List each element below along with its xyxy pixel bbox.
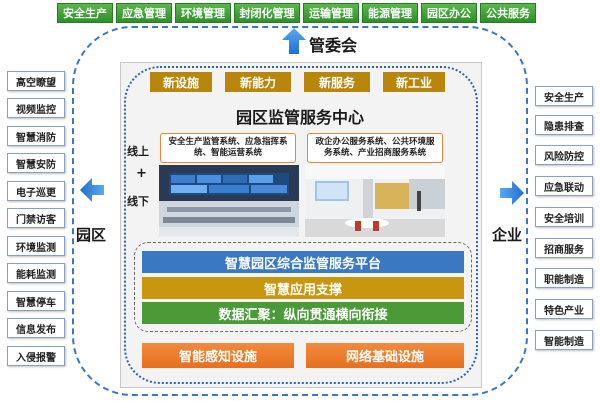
left-item[interactable]: 电子巡更 [7,181,65,201]
platform-bar: 智慧园区综合监管服务平台 [142,251,464,273]
top-tab[interactable]: 应急管理 [116,3,172,23]
left-item[interactable]: 门禁访客 [7,208,65,228]
left-item[interactable]: 智慧停车 [7,291,65,311]
system-box: 政企办公服务系统、公共环境服务系统、产业招商服务系统 [307,133,443,163]
left-item[interactable]: 智慧安防 [7,153,65,173]
top-tab[interactable]: 运输管理 [303,3,359,23]
left-item[interactable]: 入侵报警 [7,346,65,366]
top-tab[interactable]: 公共服务 [480,3,536,23]
top-tab[interactable]: 园区办公 [421,3,477,23]
outer-frame [72,26,528,396]
up-arrow-icon [282,28,306,54]
top-tab[interactable]: 能源管理 [362,3,418,23]
left-label: 园区 [76,226,107,244]
right-item[interactable]: 安全培训 [535,207,593,227]
top-tab[interactable]: 封闭化管理 [234,3,300,23]
right-arrow-icon [500,181,524,205]
inner-dotted-frame [124,66,478,384]
right-item[interactable]: 安全生产 [535,86,593,106]
right-item[interactable]: 职能制造 [535,268,593,288]
left-item[interactable]: 智慧消防 [7,126,65,146]
infrastructure-bar: 智能感知设施 [142,343,294,368]
top-tab[interactable]: 环境管理 [175,3,231,23]
gold-button[interactable]: 新能力 [225,72,291,92]
left-item[interactable]: 视频监控 [7,98,65,118]
gold-button[interactable]: 新服务 [304,72,370,92]
system-box: 安全生产监管系统、应急指挥系统、智能运营系统 [160,133,296,163]
office-image [305,165,445,237]
offline-label: 线下 [127,195,149,208]
right-item[interactable]: 隐患排查 [535,115,593,135]
plus-label: + [136,166,147,181]
top-tab[interactable]: 安全生产 [57,3,113,23]
online-label: 线上 [127,145,149,158]
infrastructure-bar: 网络基础设施 [306,343,464,368]
left-item[interactable]: 信息发布 [7,318,65,338]
platform-frame [134,242,472,332]
left-arrow-icon [80,178,104,202]
gold-button[interactable]: 新设施 [150,72,212,92]
platform-bar: 数据汇聚：纵向贯通横向衔接 [142,302,464,324]
right-item[interactable]: 风险防控 [535,145,593,165]
right-item[interactable]: 应急联动 [535,176,593,196]
left-item[interactable]: 高空瞭望 [7,71,65,91]
platform-bar: 智慧应用支撑 [142,277,464,299]
left-item[interactable]: 能耗监测 [7,263,65,283]
gold-button[interactable]: 新工业 [383,72,445,92]
right-item[interactable]: 特色产业 [535,299,593,319]
center-title: 园区监管服务中心 [235,108,364,127]
right-label: 企业 [492,226,523,244]
top-label: 管委会 [309,36,358,55]
control-room-image [159,165,299,237]
left-item[interactable]: 环境监测 [7,236,65,256]
right-item[interactable]: 招商服务 [535,238,593,258]
right-item[interactable]: 智能制造 [535,330,593,350]
